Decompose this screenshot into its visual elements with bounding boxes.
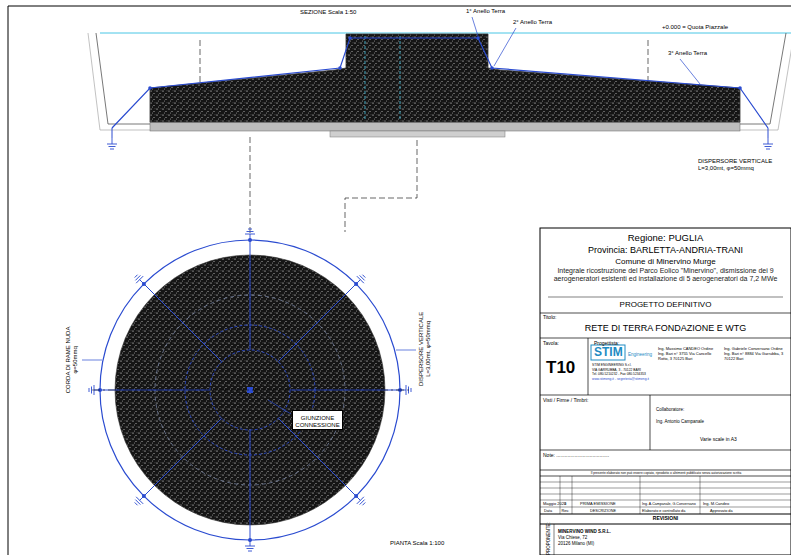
cell-text: Titolo:	[543, 315, 556, 321]
title-cell: Titolo: RETE DI TERRA FONDAZIONE E WTG	[540, 313, 791, 338]
cell-text: Via Chiese, 72	[558, 535, 587, 540]
table-cell: Ing. M.Candeo	[703, 502, 729, 507]
junction-callout: GIUNZIONE CONNESSIONE	[292, 410, 343, 430]
logo-mark: STIM	[594, 346, 623, 360]
cell-text: PROPONENTE:	[546, 522, 551, 555]
cell-text: Note: ..................................…	[543, 453, 609, 459]
proponent-cell: PROPONENTE: MINERVINO WIND S.R.L.Via Chie…	[540, 524, 791, 555]
company-address: VIA GARRUBBA, 3 - 70122 BARI	[592, 369, 641, 373]
ring-label: 1° Anello Terra	[466, 8, 505, 15]
logo-text: Engineering	[628, 352, 652, 357]
cell-text: Ing. Gabriele Conversano Ordine Ing. Bar…	[724, 346, 788, 361]
table-cell: PRIMA EMISSIONE	[580, 502, 616, 507]
approvals-cell: Visti / Firme / Timbri:	[540, 395, 650, 450]
callout-text: GIUNZIONE CONNESSIONE	[295, 415, 339, 429]
level-label: +0.000 = Quota Piazzale	[662, 24, 728, 31]
scale-note: Varie scale in A3	[700, 437, 737, 443]
notes-cell: Note: ..................................…	[540, 450, 791, 470]
table-cell: 0	[564, 502, 566, 507]
table-header: Approvato da	[710, 509, 733, 513]
table-cell: Ing. A.Campanale, G.Conversano	[642, 502, 696, 506]
ring-label: 3° Anello Terra	[668, 50, 707, 57]
table-header: Elaborato e controllato da	[642, 509, 685, 513]
cell-text: Ing. Antonio Campanale	[656, 419, 704, 424]
table-header: DESCRIZIONE	[590, 509, 616, 513]
cell-text: Tavola:	[543, 341, 559, 347]
cell-text: Integrale ricostruzione del Parco Eolico…	[546, 267, 785, 284]
view-title: SEZIONE Scala 1:50	[300, 9, 356, 16]
electrode-note: DISPERSORE VERTICALE L=3,00mt, φ=50mmq	[418, 306, 432, 392]
cell-text: Visti / Firme / Timbri:	[543, 398, 588, 404]
cell-text: Comune di Minervino Murge	[540, 257, 791, 266]
ring-label: 2° Anello Terra	[513, 19, 552, 26]
table-title: REVISIONI	[540, 516, 791, 522]
disclaimer: Il presente elaborato non può essere cop…	[543, 472, 789, 476]
company-address: www.stimeng.it - segreteria@stimeng.it	[592, 378, 649, 382]
cell-text: Collaboratore:	[656, 407, 684, 412]
view-title: PIANTA Scala 1:100	[390, 540, 444, 547]
table-cell: Maggio 2023	[543, 502, 566, 507]
company-address: Tel. 080.5210232 - Fax 080.5234353	[592, 373, 646, 377]
company-address: STIM ENGINEERING S.r.l.	[592, 364, 631, 368]
cell-text: PROGETTO DEFINITIVO	[540, 300, 791, 309]
cell-text: RETE DI TERRA FONDAZIONE E WTG	[540, 323, 791, 333]
conductor-note: CORDA DI RAME NUDA φ=50mmq	[65, 317, 79, 403]
sheet-number-cell: Tavola: T10	[540, 338, 588, 395]
cell-text: T10	[546, 358, 575, 378]
cell-text: 20126 Milano (MI)	[558, 541, 594, 546]
cell-text: Provincia: BARLETTA-ANDRIA-TRANI	[540, 245, 791, 255]
electrode-note: DISPERSORE VERTICALE L=3,00mt, φ=50mmq	[698, 158, 784, 172]
cell-text: Ing. Massimo CANDEO Ordine Ing. Bari n° …	[658, 346, 716, 361]
cell-text: MINERVINO WIND S.R.L.	[558, 529, 611, 534]
cell-text: Regione: PUGLIA	[540, 233, 791, 244]
table-header: Rev.	[562, 509, 570, 513]
table-header: Data	[544, 509, 552, 513]
title-header-panel: Regione: PUGLIAProvincia: BARLETTA-ANDRI…	[540, 228, 791, 313]
